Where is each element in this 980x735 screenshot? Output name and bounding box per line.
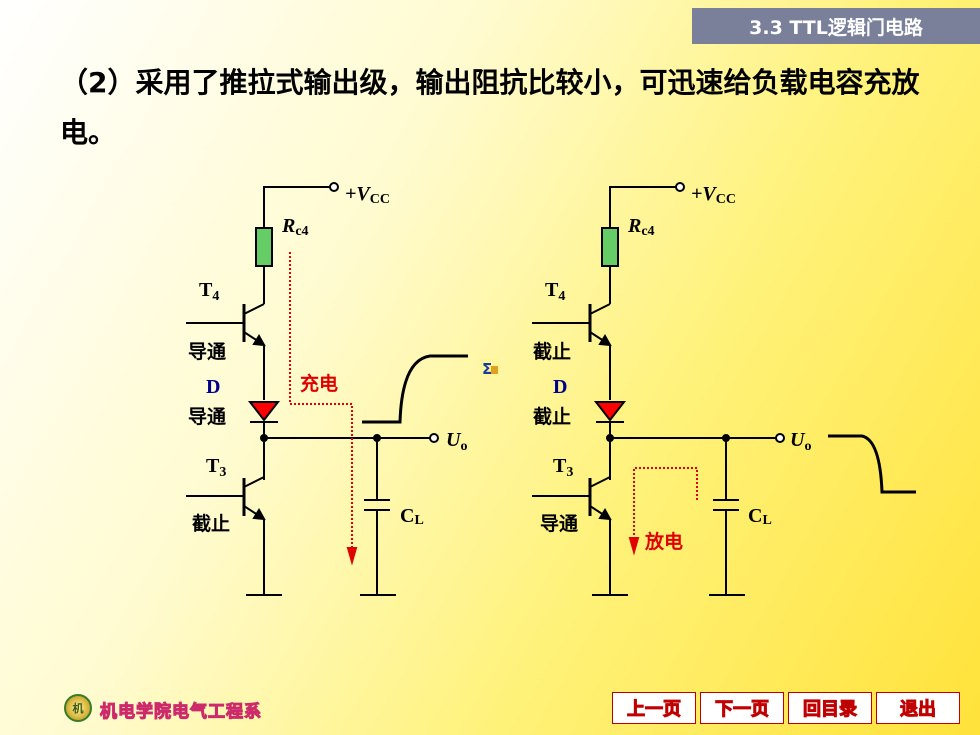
sigma-icon[interactable]: Σ (481, 358, 499, 378)
left-t3-label: T3 (206, 455, 226, 480)
right-rc4-label: Rc4 (627, 215, 655, 239)
next-page-button[interactable]: 下一页 (700, 692, 784, 724)
right-t3-state: 导通 (540, 513, 579, 535)
right-d-state: 截止 (533, 405, 571, 428)
table-of-contents-button[interactable]: 回目录 (788, 692, 872, 724)
left-vcc-label: +VCC (345, 183, 390, 207)
right-t3-label: T3 (553, 455, 573, 480)
left-rising-waveform (362, 354, 468, 424)
right-discharge-path (633, 467, 698, 540)
right-vcc-label: +VCC (691, 183, 736, 207)
right-d-label: D (553, 376, 567, 398)
right-circuit (532, 182, 916, 596)
left-t4-state: 导通 (188, 341, 227, 363)
right-rc4-resistor (601, 227, 619, 267)
left-diode (247, 401, 281, 422)
school-logo-icon: 机 (64, 694, 92, 722)
right-t4-state: 截止 (533, 340, 571, 363)
right-cl-label: CL (748, 505, 772, 528)
section-tag: 3.3 TTL逻辑门电路 (692, 8, 980, 44)
svg-text:Σ: Σ (482, 360, 492, 378)
right-uo-label: Uo (790, 429, 811, 454)
right-discharge-label: 放电 (644, 530, 683, 553)
right-falling-waveform (828, 434, 916, 494)
left-d-state: 导通 (188, 406, 227, 428)
left-charge-label: 充电 (300, 372, 338, 395)
exit-button[interactable]: 退出 (876, 692, 960, 724)
page-heading: （2）采用了推拉式输出级，输出阻抗比较小，可迅速给负载电容充放电。 (60, 66, 920, 149)
left-circuit (186, 182, 468, 596)
left-t3-state: 截止 (192, 512, 230, 535)
right-diode (593, 401, 627, 422)
left-uo-label: Uo (446, 429, 467, 454)
left-rc4-label: Rc4 (281, 215, 309, 239)
left-cl-label: CL (400, 505, 424, 528)
left-d-label: D (206, 376, 220, 398)
department-name: 机电学院电气工程系 (100, 702, 262, 723)
left-rc4-resistor (255, 227, 273, 267)
prev-page-button[interactable]: 上一页 (612, 692, 696, 724)
left-charge-path (289, 252, 353, 548)
right-t4-label: T4 (545, 279, 565, 304)
left-t4-label: T4 (199, 279, 219, 304)
